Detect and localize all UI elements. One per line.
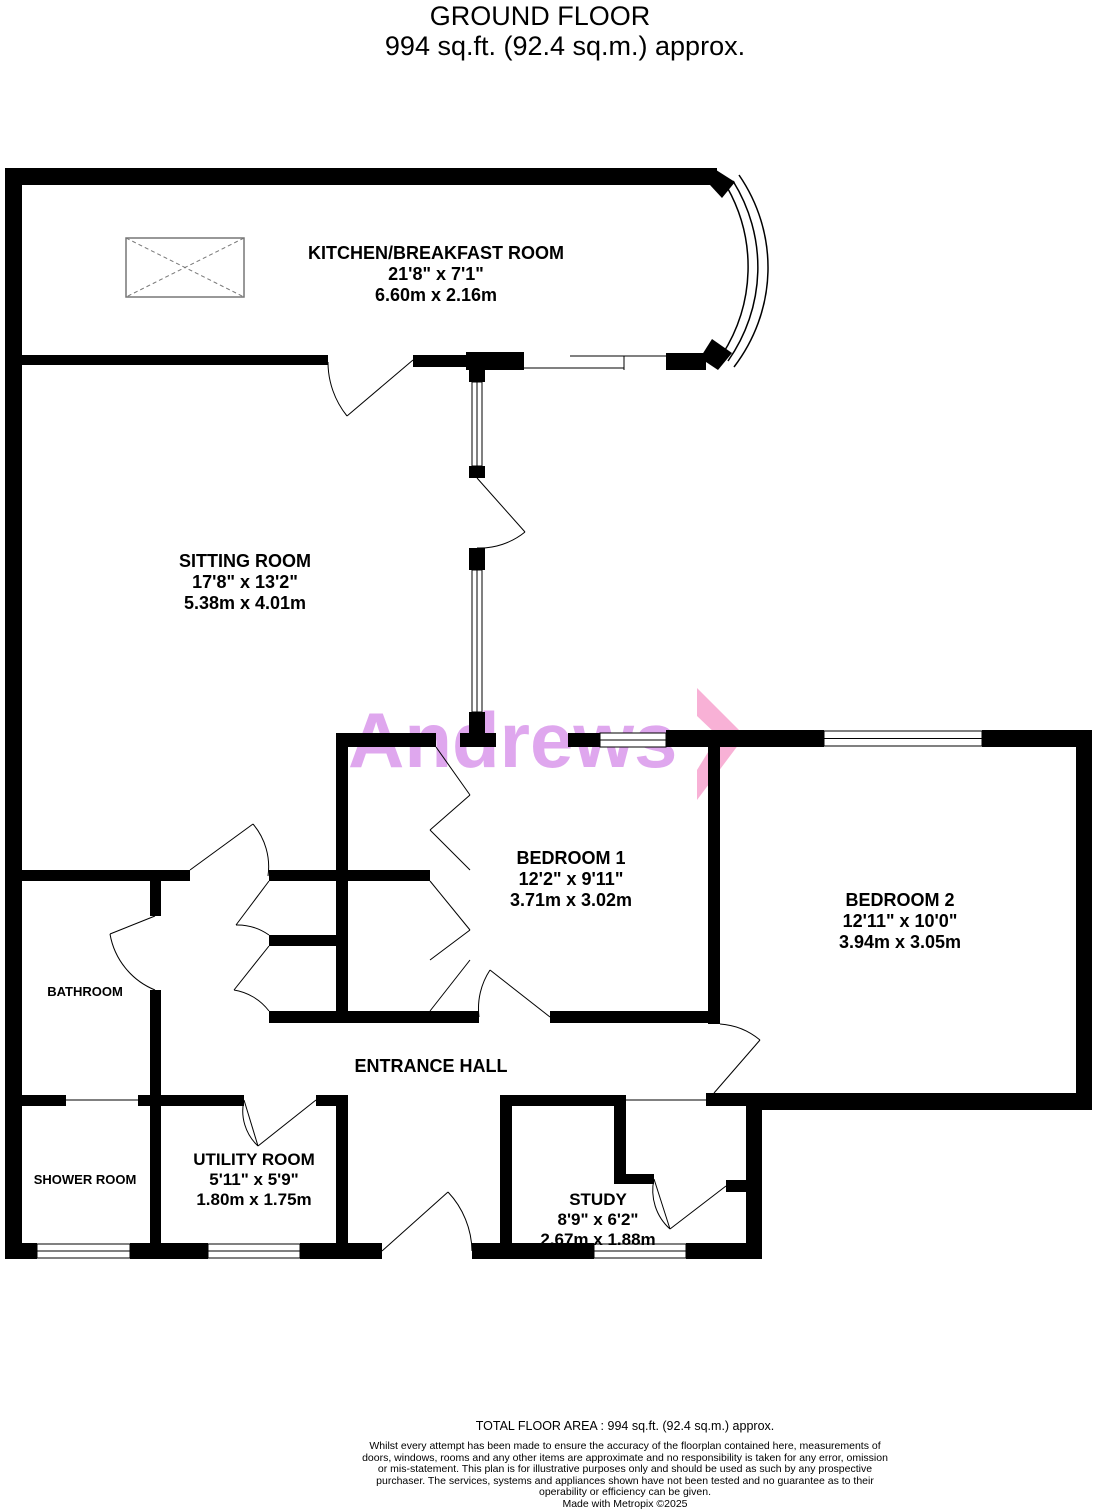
room-utility-label: UTILITY ROOM 5'11" x 5'9" 1.80m x 1.75m [170, 1150, 338, 1210]
bedroom1-metric: 3.71m x 3.02m [509, 890, 633, 910]
bedroom2-imperial: 12'11" x 10'0" [842, 911, 958, 931]
room-sitting-label: SITTING ROOM 17'8" x 13'2" 5.38m x 4.01m [140, 551, 350, 614]
bedroom2-metric: 3.94m x 3.05m [838, 932, 962, 952]
room-bathroom-label: BATHROOM [30, 981, 140, 1002]
room-bedroom2-label: BEDROOM 2 12'11" x 10'0" 3.94m x 3.05m [800, 890, 1000, 953]
study-name: STUDY [569, 1190, 627, 1209]
room-shower-label: SHOWER ROOM [28, 1169, 142, 1190]
kitchen-name: KITCHEN/BREAKFAST ROOM [308, 243, 564, 263]
doors [66, 359, 761, 1252]
room-kitchen-label: KITCHEN/BREAKFAST ROOM 21'8" x 7'1" 6.60… [286, 243, 586, 306]
study-metric: 2.67m x 1.88m [540, 1230, 656, 1249]
bay-window [721, 174, 769, 368]
sitting-name: SITTING ROOM [179, 551, 311, 571]
skylight-icon [125, 237, 245, 298]
shower-name: SHOWER ROOM [33, 1172, 137, 1187]
bedroom1-name: BEDROOM 1 [516, 848, 626, 868]
study-imperial: 8'9" x 6'2" [557, 1210, 639, 1229]
bathroom-name: BATHROOM [47, 984, 123, 999]
sliding-door [524, 355, 666, 370]
utility-metric: 1.80m x 1.75m [196, 1190, 312, 1209]
footer-disclaimer: Whilst every attempt has been made to en… [362, 1440, 888, 1499]
kitchen-imperial: 21'8" x 7'1" [388, 264, 484, 284]
floor-area: 994 sq.ft. (92.4 sq.m.) approx. [384, 31, 746, 61]
room-study-label: STUDY 8'9" x 6'2" 2.67m x 1.88m [518, 1190, 678, 1250]
footer-made-with: Made with Metropix ©2025 [562, 1498, 688, 1510]
sitting-imperial: 17'8" x 13'2" [192, 572, 298, 592]
entrance-name: ENTRANCE HALL [354, 1056, 508, 1076]
bedroom1-imperial: 12'2" x 9'11" [518, 869, 624, 889]
footer-total-area: TOTAL FLOOR AREA : 994 sq.ft. (92.4 sq.m… [475, 1419, 775, 1433]
kitchen-metric: 6.60m x 2.16m [374, 285, 498, 305]
sitting-metric: 5.38m x 4.01m [183, 593, 307, 613]
bedroom2-name: BEDROOM 2 [845, 890, 955, 910]
walls [5, 168, 1092, 1259]
windows [36, 381, 983, 1259]
utility-name: UTILITY ROOM [193, 1150, 315, 1169]
room-entrance-label: ENTRANCE HALL [336, 1056, 526, 1077]
floor-name: GROUND FLOOR [429, 1, 651, 31]
utility-imperial: 5'11" x 5'9" [209, 1170, 299, 1189]
room-bedroom1-label: BEDROOM 1 12'2" x 9'11" 3.71m x 3.02m [476, 848, 666, 911]
